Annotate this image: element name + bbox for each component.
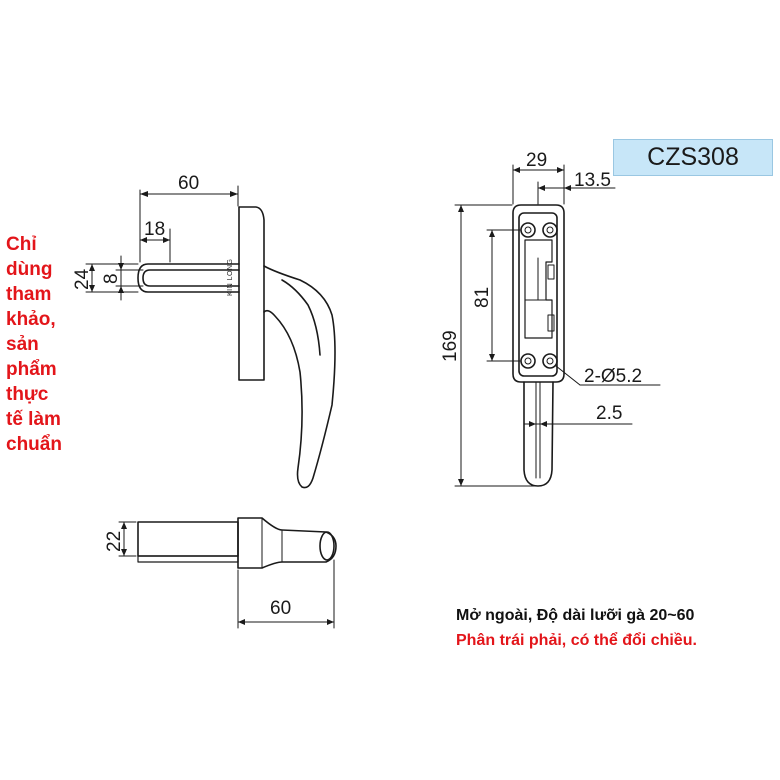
- side-base-inner: [518, 212, 558, 377]
- dim-side-tip: 2.5: [596, 403, 622, 424]
- side-base-outer: [512, 204, 565, 383]
- front-tongue: [137, 263, 240, 293]
- specification-note: Mở ngoài, Độ dài lưỡi gà 20~60 Phân trái…: [456, 603, 776, 653]
- dim-side-offset: 13.5: [574, 170, 611, 191]
- specification-note-line-1: Mở ngoài, Độ dài lưỡi gà 20~60: [456, 607, 695, 624]
- front-lever-outer: [263, 265, 336, 489]
- dim-front-tongue-length: 18: [144, 219, 165, 240]
- dim-side-total-height: 169: [440, 330, 461, 362]
- front-lever-inner: [281, 279, 321, 356]
- dim-side-base-width: 29: [526, 150, 547, 171]
- bottom-view: [118, 517, 337, 629]
- front-view: [85, 185, 336, 489]
- dim-side-holes: 2-Ø5.2: [584, 366, 642, 387]
- dim-bottom-height: 22: [104, 531, 125, 552]
- handle-stamp: KIN LONG: [227, 259, 234, 296]
- reference-note-line: khảo,: [6, 309, 56, 330]
- reference-note-line: Chỉ: [6, 234, 37, 255]
- bottom-base: [237, 517, 337, 569]
- side-view: [454, 164, 661, 487]
- side-hole-top-right: [542, 222, 558, 238]
- reference-note-line: thực: [6, 384, 49, 405]
- product-code-badge: CZS308: [613, 139, 773, 176]
- side-hole-top-left: [520, 222, 536, 238]
- reference-note-line: tế làm: [6, 409, 61, 430]
- reference-note-line: phẩm: [6, 359, 57, 380]
- reference-note-line: tham: [6, 284, 52, 305]
- dim-side-hole-spacing: 81: [472, 287, 493, 308]
- side-hole-bottom-right: [542, 353, 558, 369]
- bottom-lever-end: [319, 531, 335, 561]
- dim-front-tongue-outer: 24: [72, 268, 93, 290]
- side-lever: [523, 381, 554, 487]
- reference-note-line: dùng: [6, 259, 53, 280]
- front-base-plate: [238, 206, 265, 381]
- dim-bottom-length: 60: [270, 598, 291, 619]
- dim-front-width: 60: [178, 173, 199, 194]
- specification-note-line-2: Phân trái phải, có thể đổi chiều.: [456, 632, 697, 649]
- bottom-tongue-strip: [137, 555, 239, 563]
- bottom-tongue: [137, 521, 239, 557]
- front-tongue-slot: [142, 269, 240, 287]
- dim-front-tongue-inner: 8: [101, 273, 122, 284]
- side-hole-bottom-left: [520, 353, 536, 369]
- reference-note-line: sản: [6, 334, 39, 355]
- reference-note: Chỉ dùng tham khảo, sản phẩm thực tế làm…: [6, 232, 96, 457]
- reference-note-line: chuẩn: [6, 434, 62, 455]
